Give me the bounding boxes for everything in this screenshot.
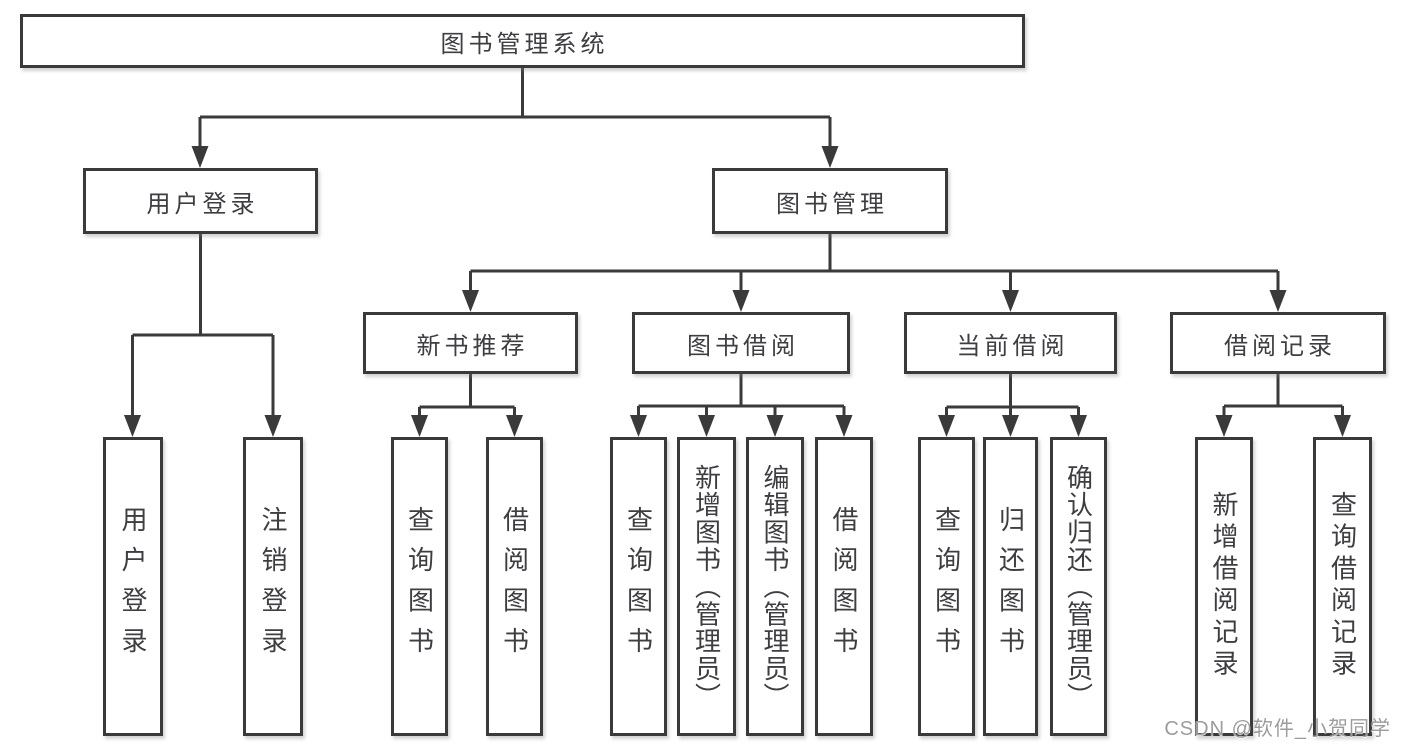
node-current-borrow-label: 当前借阅 xyxy=(956,332,1069,360)
arrowhead-icon xyxy=(1215,415,1233,437)
leaf-borrow-borrow-books: 借阅图书 xyxy=(815,437,873,736)
arrowhead-icon xyxy=(264,415,282,437)
arrowhead-icon xyxy=(938,415,955,437)
arrowhead-icon xyxy=(1269,290,1287,312)
leaf-return-book: 归还图书 xyxy=(983,437,1038,736)
leaf-borrow-query-books-label: 查询图书 xyxy=(623,505,654,668)
connector-root-to-level2 xyxy=(198,68,832,147)
node-book-borrow: 图书借阅 xyxy=(632,312,850,374)
leaf-edit-book-admin: 编辑图书（管理员） xyxy=(746,437,804,736)
leaf-current-query-books-label: 查询图书 xyxy=(931,505,962,668)
leaf-user-login: 用户登录 xyxy=(103,437,163,736)
arrowhead-icon xyxy=(411,415,428,437)
leaf-edit-book-admin-label: 编辑图书（管理员） xyxy=(760,463,790,710)
node-book-management-label: 图书管理 xyxy=(776,190,888,218)
arrowhead-icon xyxy=(630,415,647,437)
leaf-return-book-label: 归还图书 xyxy=(995,505,1026,668)
connector-records-to-leaves xyxy=(1222,374,1344,417)
node-book-management: 图书管理 xyxy=(712,168,948,234)
leaf-query-borrow-record-label: 查询借阅记录 xyxy=(1327,491,1358,682)
arrowhead-icon xyxy=(462,290,479,312)
leaf-recommend-borrow-books: 借阅图书 xyxy=(486,437,543,736)
leaf-add-borrow-record: 新增借阅记录 xyxy=(1195,437,1253,736)
node-new-book-recommend-label: 新书推荐 xyxy=(416,332,529,360)
node-borrow-records-label: 借阅记录 xyxy=(1224,332,1336,360)
arrowhead-icon xyxy=(506,415,523,437)
leaf-add-borrow-record-label: 新增借阅记录 xyxy=(1209,491,1239,682)
connector-recommend-to-leaves xyxy=(418,374,516,417)
leaf-recommend-query-books: 查询图书 xyxy=(391,437,448,736)
node-new-book-recommend: 新书推荐 xyxy=(363,312,578,374)
leaf-recommend-query-books-label: 查询图书 xyxy=(404,505,435,668)
watermark: CSDN @软件_小贺同学 xyxy=(1164,718,1391,740)
arrowhead-icon xyxy=(732,290,750,312)
leaf-add-book-admin: 新增图书（管理员） xyxy=(677,437,736,736)
arrowhead-icon xyxy=(191,146,209,168)
node-user-login-label: 用户登录 xyxy=(146,190,259,218)
leaf-current-query-books: 查询图书 xyxy=(918,437,975,736)
node-book-borrow-label: 图书借阅 xyxy=(687,332,799,360)
leaf-borrow-borrow-books-label: 借阅图书 xyxy=(829,505,859,668)
arrowhead-icon xyxy=(1070,415,1087,437)
leaf-borrow-query-books: 查询图书 xyxy=(610,437,667,736)
node-root-label: 图书管理系统 xyxy=(440,30,609,58)
connector-current-to-leaves xyxy=(945,374,1080,417)
arrowhead-icon xyxy=(698,415,715,437)
node-root: 图书管理系统 xyxy=(20,14,1025,68)
leaf-add-book-admin-label: 新增图书（管理员） xyxy=(691,463,722,710)
arrowhead-icon xyxy=(1002,290,1019,312)
leaf-confirm-return-admin-label: 确认归还（管理员） xyxy=(1063,463,1094,710)
leaf-logout: 注销登录 xyxy=(243,437,303,736)
leaf-query-borrow-record: 查询借阅记录 xyxy=(1313,437,1372,736)
connector-book-management-to-level3 xyxy=(469,234,1280,291)
arrowhead-icon xyxy=(1334,415,1351,437)
node-borrow-records: 借阅记录 xyxy=(1170,312,1386,374)
arrowhead-icon xyxy=(835,415,853,437)
arrowhead-icon xyxy=(766,415,784,437)
arrowhead-icon xyxy=(821,146,839,168)
arrowhead-icon xyxy=(124,415,141,437)
arrowhead-icon xyxy=(1002,415,1019,437)
node-current-borrow: 当前借阅 xyxy=(904,312,1117,374)
node-user-login: 用户登录 xyxy=(83,168,318,234)
connector-user-login-to-leaves xyxy=(131,234,275,416)
leaf-logout-label: 注销登录 xyxy=(258,505,288,668)
leaf-user-login-label: 用户登录 xyxy=(118,505,148,668)
leaf-recommend-borrow-books-label: 借阅图书 xyxy=(499,505,530,668)
leaf-confirm-return-admin: 确认归还（管理员） xyxy=(1050,437,1107,736)
connector-borrow-to-leaves xyxy=(637,374,846,417)
